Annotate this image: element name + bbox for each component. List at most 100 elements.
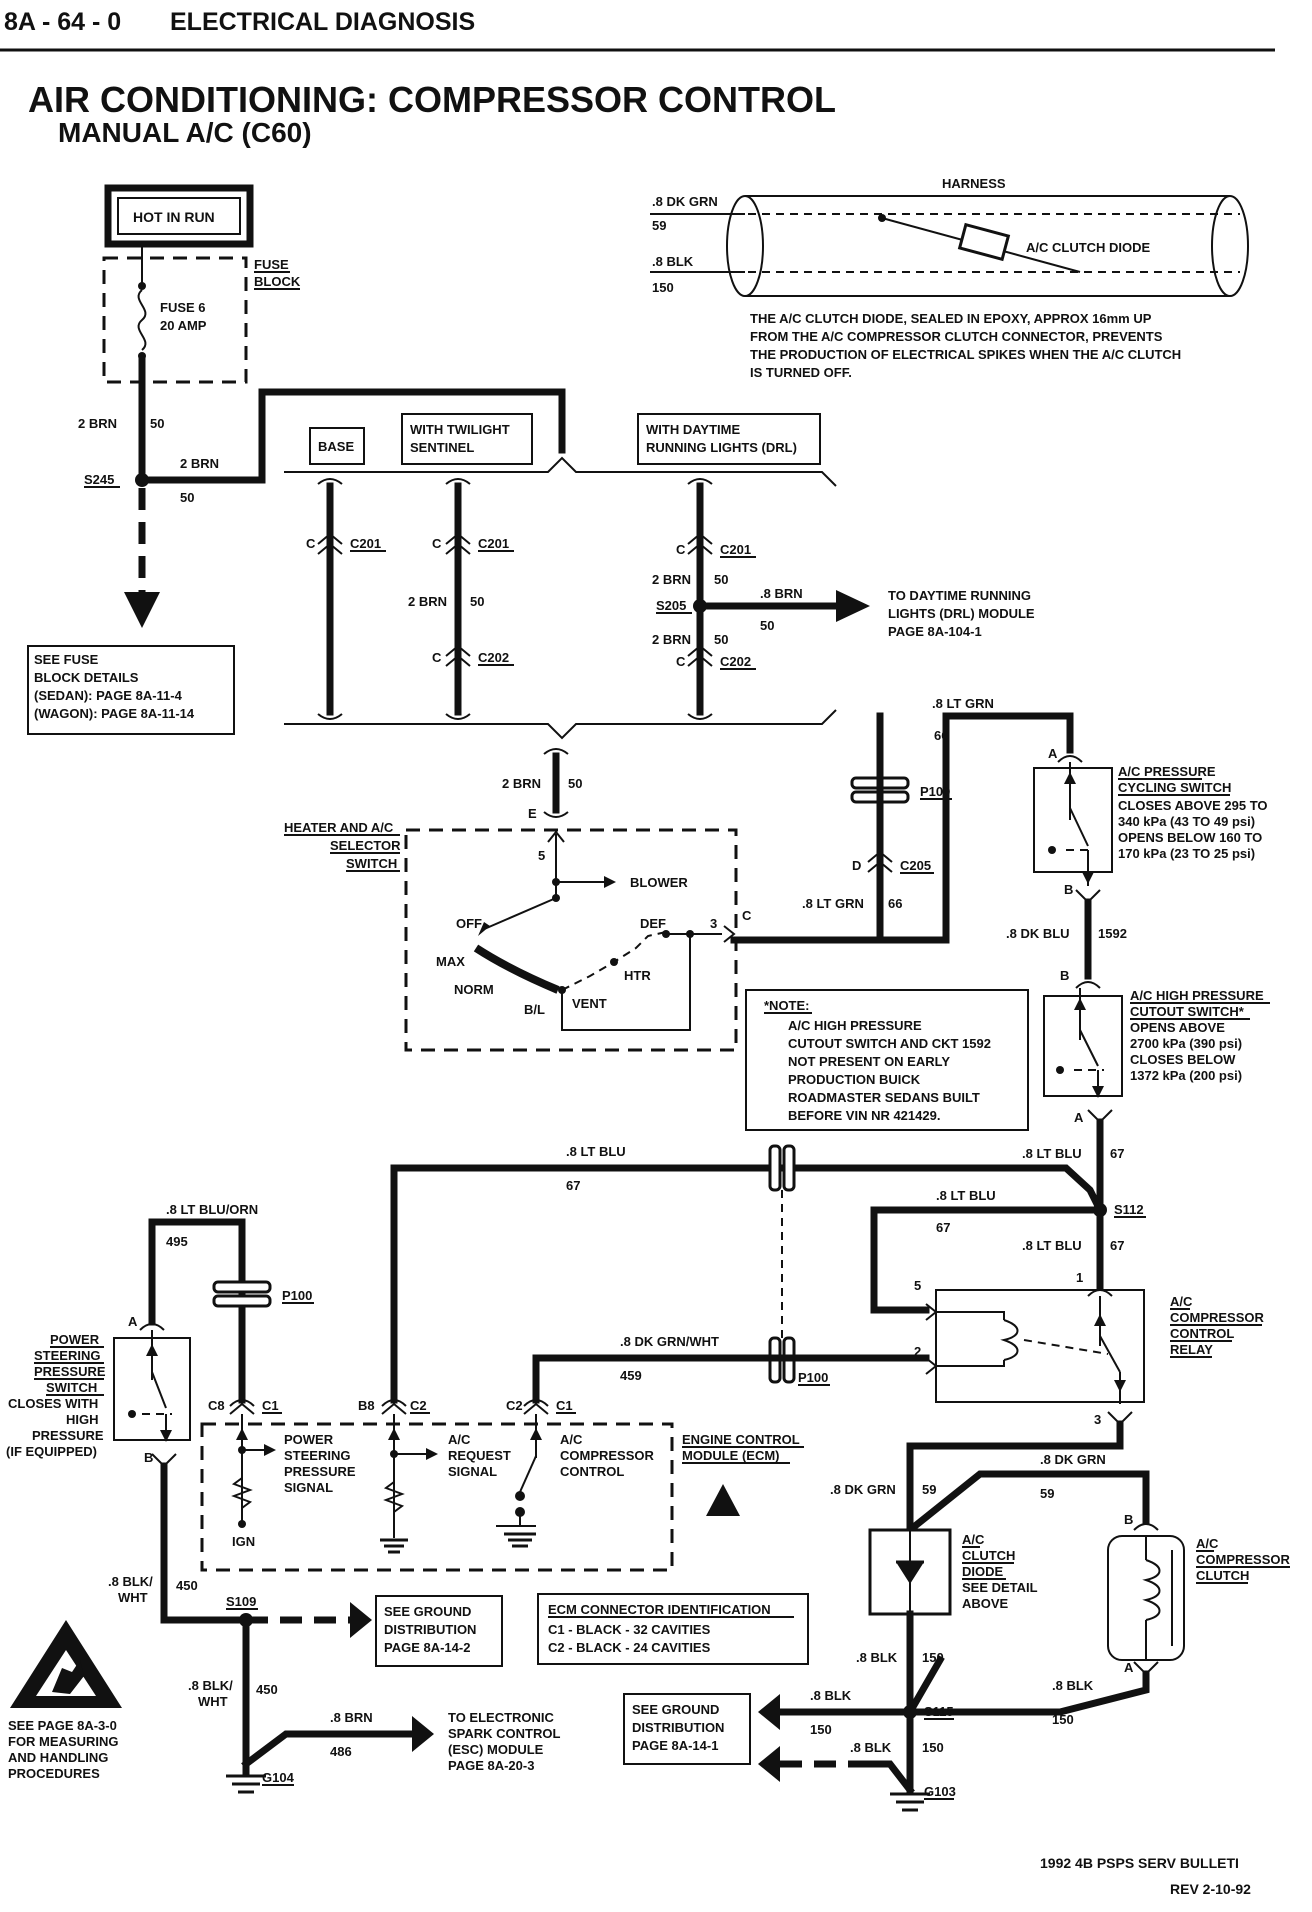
svg-text:DEF: DEF (640, 916, 666, 931)
ground-distribution-box-1: SEE GROUND DISTRIBUTION PAGE 8A-14-1 (623, 1693, 751, 1765)
svg-text:59: 59 (1040, 1486, 1054, 1501)
svg-text:170 kPa (23 TO 25 psi): 170 kPa (23 TO 25 psi) (1118, 846, 1255, 861)
svg-text:A/C: A/C (1170, 1294, 1193, 1309)
svg-text:2 BRN: 2 BRN (78, 416, 117, 431)
svg-text:G104: G104 (262, 1770, 295, 1785)
wire-lt-blu-orn-495 (148, 1218, 246, 1404)
svg-text:TO ELECTRONIC: TO ELECTRONIC (448, 1710, 555, 1725)
svg-text:C1 - BLACK - 32 CAVIT: C1 - BLACK - 32 CAVITIES (548, 1622, 711, 1637)
svg-text:.8 DK GRN: .8 DK GRN (830, 1482, 896, 1497)
svg-text:WITH TWILIGHT: WITH TWILIGHT (410, 422, 510, 437)
svg-text:50: 50 (150, 416, 164, 431)
wire-lt-grn-66 (730, 712, 1074, 944)
option-bracket-top (284, 456, 837, 487)
svg-text:DISTRIBUTION: DISTRIBUTION (384, 1622, 476, 1637)
svg-text:(SEDAN): PAGE 8A-11-4: (SEDAN): PAGE 8A-11-4 (34, 688, 183, 703)
svg-text:SWITCH: SWITCH (46, 1380, 97, 1395)
svg-text:340 kPa (43 TO 49 psi): 340 kPa (43 TO 49 psi) (1118, 814, 1255, 829)
svg-text:A/C HIGH PRESSURE: A/C HIGH PRESSURE (788, 1018, 922, 1033)
svg-text:DIODE: DIODE (962, 1564, 1004, 1579)
svg-text:1592: 1592 (1098, 926, 1127, 941)
svg-text:SPARK CONTROL: SPARK CONTROL (448, 1726, 560, 1741)
option-twilight: WITH TWILIGHT SENTINEL (401, 413, 533, 465)
svg-text:THE A/C CLUTCH DIODE, SEALED I: THE A/C CLUTCH DIODE, SEALED IN EPOXY, A… (750, 311, 1152, 326)
arrow-left-icon (412, 1716, 434, 1752)
svg-text:A/C: A/C (448, 1432, 471, 1447)
svg-text:SIGNAL: SIGNAL (448, 1464, 497, 1479)
svg-text:2700 kPa (390 psi): 2700 kPa (390 psi) (1130, 1036, 1242, 1051)
svg-text:C202: C202 (478, 650, 509, 665)
ac-pressure-cycling-switch (1033, 762, 1113, 886)
svg-text:PROCEDURES: PROCEDURES (8, 1766, 100, 1781)
ac-compressor-control-relay: 5 2 (914, 1278, 1145, 1404)
svg-text:.8 BLK: .8 BLK (1052, 1678, 1094, 1693)
svg-text:D: D (852, 858, 861, 873)
svg-text:POWER: POWER (284, 1432, 334, 1447)
svg-text:459: 459 (620, 1368, 642, 1383)
fuse-block: FUSE BLOCK FUSE 6 20 AMP (102, 246, 301, 384)
svg-text:SELECTOR: SELECTOR (330, 838, 401, 853)
page-ref: 8A - 64 - 0 (4, 8, 121, 36)
p100-connector-left: P100 (212, 1280, 314, 1308)
svg-text:50: 50 (760, 618, 774, 633)
svg-text:OPENS BELOW 160 TO: OPENS BELOW 160 TO (1118, 830, 1262, 845)
svg-text:A: A (1048, 746, 1058, 761)
wire-lt-blu-67-top (390, 1164, 1105, 1404)
svg-text:SEE GROUND: SEE GROUND (384, 1604, 471, 1619)
svg-text:A/C: A/C (962, 1532, 985, 1547)
svg-text:C1: C1 (556, 1398, 573, 1413)
svg-text:.8 BRN: .8 BRN (330, 1710, 373, 1725)
arrow-left-icon (350, 1602, 372, 1638)
svg-text:SEE PAGE 8A-3-0: SEE PAGE 8A-3-0 (8, 1718, 117, 1733)
svg-text:3: 3 (710, 916, 717, 931)
option-drl: WITH DAYTIME RUNNING LIGHTS (DRL) (637, 413, 821, 465)
svg-text:HTR: HTR (624, 968, 651, 983)
svg-text:150: 150 (922, 1650, 944, 1665)
svg-text:WITH DAYTIME: WITH DAYTIME (646, 422, 740, 437)
svg-text:REQUEST: REQUEST (448, 1448, 511, 1463)
svg-text:BASE: BASE (318, 439, 354, 454)
svg-text:A/C: A/C (560, 1432, 583, 1447)
svg-text:E: E (528, 806, 537, 821)
svg-text:C201: C201 (350, 536, 381, 551)
svg-text:2 BRN: 2 BRN (652, 632, 691, 647)
svg-text:PAGE 8A-14-1: PAGE 8A-14-1 (632, 1738, 718, 1753)
svg-text:A/C PRESSURE: A/C PRESSURE (1118, 764, 1216, 779)
svg-text:CUTOUT SWITCH AND CKT 1592: CUTOUT SWITCH AND CKT 1592 (788, 1036, 991, 1051)
option-wires (317, 478, 713, 720)
svg-text:(WAGON): PAGE 8A-11-14: (WAGON): PAGE 8A-11-14 (34, 706, 195, 721)
svg-text:.8 LT GRN: .8 LT GRN (932, 696, 994, 711)
svg-text:*NOTE:: *NOTE: (764, 998, 810, 1013)
svg-text:2 BRN: 2 BRN (502, 776, 541, 791)
arrow-left-icon (758, 1746, 780, 1782)
svg-text:.8 LT BLU: .8 LT BLU (566, 1144, 626, 1159)
svg-text:BLOCK DETAILS: BLOCK DETAILS (34, 670, 139, 685)
p100-connector-top: P100 (850, 776, 952, 804)
svg-text:3: 3 (1094, 1412, 1101, 1427)
svg-text:CLUTCH: CLUTCH (962, 1548, 1015, 1563)
svg-text:C: C (432, 650, 442, 665)
svg-text:A: A (1124, 1660, 1134, 1675)
ac-clutch-diode (868, 1528, 952, 1616)
svg-text:CUTOUT SWITCH*: CUTOUT SWITCH* (1130, 1004, 1245, 1019)
note-box: *NOTE: A/C HIGH PRESSURE CUTOUT SWITCH A… (745, 989, 1029, 1131)
svg-text:THE PRODUCTION OF ELECTRICAL S: THE PRODUCTION OF ELECTRICAL SPIKES WHEN… (750, 347, 1181, 362)
svg-text:CYCLING SWITCH: CYCLING SWITCH (1118, 780, 1231, 795)
svg-text:C202: C202 (720, 654, 751, 669)
svg-text:50: 50 (470, 594, 484, 609)
svg-text:A/C: A/C (1196, 1536, 1219, 1551)
svg-text:COMPRESSOR: COMPRESSOR (560, 1448, 655, 1463)
page-subtitle: MANUAL A/C (C60) (58, 117, 312, 148)
svg-text:.8 BLK/: .8 BLK/ (188, 1678, 233, 1693)
svg-text:COMPRESSOR: COMPRESSOR (1196, 1552, 1291, 1567)
svg-text:450: 450 (176, 1578, 198, 1593)
esd-handling-icon (10, 1620, 122, 1708)
svg-text:COMPRESSOR: COMPRESSOR (1170, 1310, 1265, 1325)
svg-text:CLOSES BELOW: CLOSES BELOW (1130, 1052, 1236, 1067)
svg-text:B: B (1124, 1512, 1133, 1527)
svg-text:PAGE 8A-104-1: PAGE 8A-104-1 (888, 624, 982, 639)
svg-text:BLOWER: BLOWER (630, 875, 688, 890)
svg-text:66: 66 (934, 728, 948, 743)
svg-text:5: 5 (914, 1278, 921, 1293)
